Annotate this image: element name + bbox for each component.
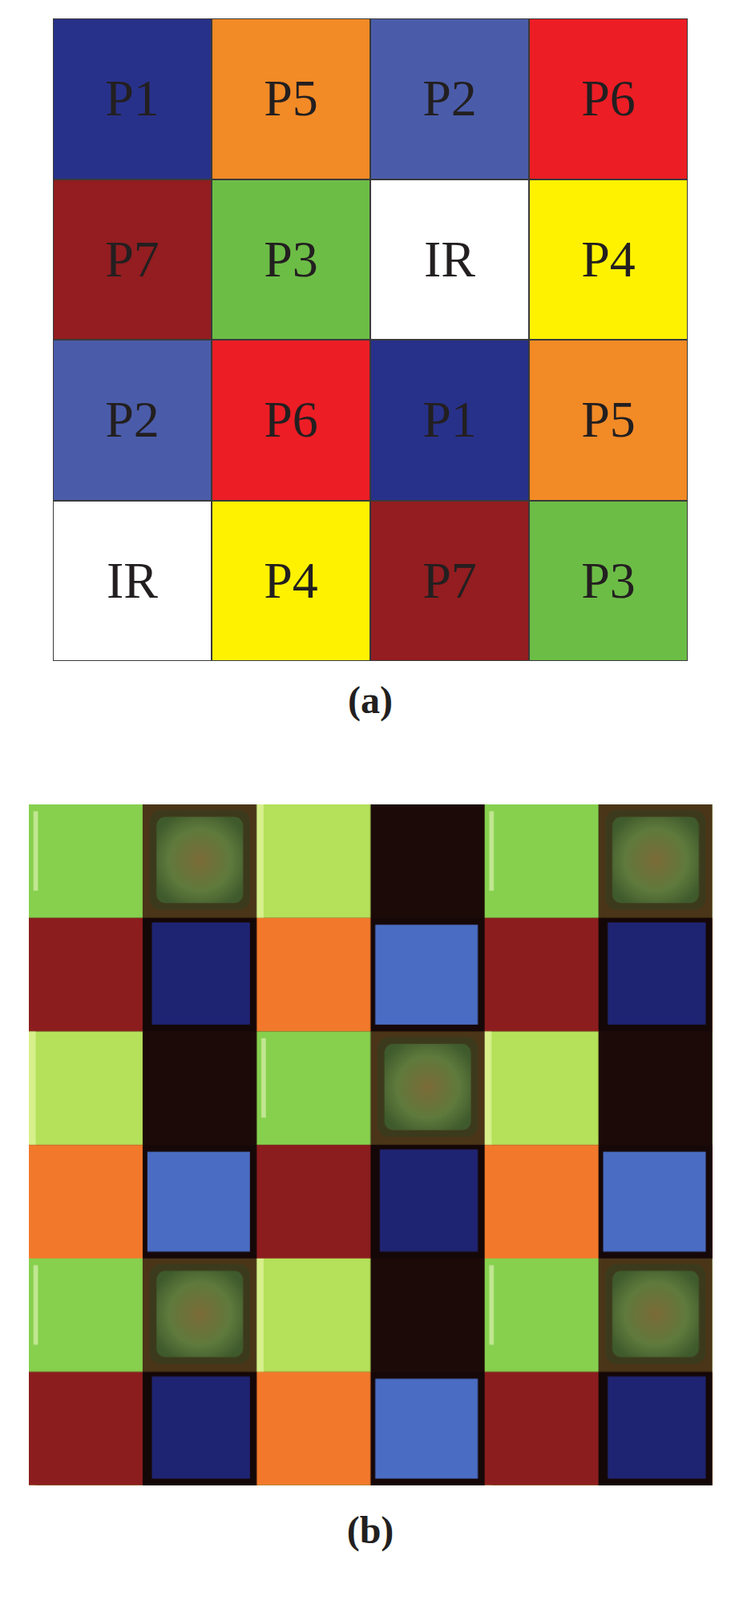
filter-label: P2 xyxy=(422,72,477,125)
filter-cell: P7 xyxy=(52,179,212,341)
filter-label: P1 xyxy=(422,394,477,446)
filter-cell: IR xyxy=(52,500,212,663)
filter-mosaic xyxy=(28,804,713,1487)
filter-label: P5 xyxy=(581,394,636,446)
filter-array-grid: P1P5P2P6P7P3IRP4P2P6P1P5IRP4P7P3 xyxy=(52,18,688,662)
filter-label: P5 xyxy=(263,72,319,125)
filter-label: P7 xyxy=(422,555,477,607)
filter-label: P6 xyxy=(263,394,319,446)
filter-cell: P2 xyxy=(370,18,530,180)
filter-label: IR xyxy=(106,555,158,607)
filter-cell: IR xyxy=(370,179,530,341)
panel-label: (b) xyxy=(347,1511,395,1551)
filter-cell: P4 xyxy=(529,179,688,341)
filter-label: P4 xyxy=(263,555,319,607)
filter-label: IR xyxy=(424,234,476,286)
filter-cell: P6 xyxy=(529,18,688,180)
filter-cell: P6 xyxy=(211,339,371,501)
filter-cell: P1 xyxy=(370,339,530,501)
filter-cell: P4 xyxy=(211,500,371,663)
filter-label: P1 xyxy=(105,72,160,125)
filter-label: P4 xyxy=(581,234,636,286)
filter-label: P6 xyxy=(581,72,636,125)
filter-cell: P2 xyxy=(52,339,212,501)
filter-cell: P5 xyxy=(211,18,371,180)
filter-cell: P3 xyxy=(211,179,371,341)
filter-cell: P3 xyxy=(529,500,688,663)
filter-cell: P5 xyxy=(529,339,688,501)
panel-label: (a) xyxy=(347,681,393,720)
filter-cell: P7 xyxy=(370,500,530,663)
filter-label: P3 xyxy=(263,234,319,286)
filter-cell: P1 xyxy=(52,18,212,180)
filter-label: P7 xyxy=(105,234,160,286)
filter-micrograph xyxy=(28,804,713,1487)
filter-label: P3 xyxy=(581,555,636,607)
filter-label: P2 xyxy=(105,394,160,446)
